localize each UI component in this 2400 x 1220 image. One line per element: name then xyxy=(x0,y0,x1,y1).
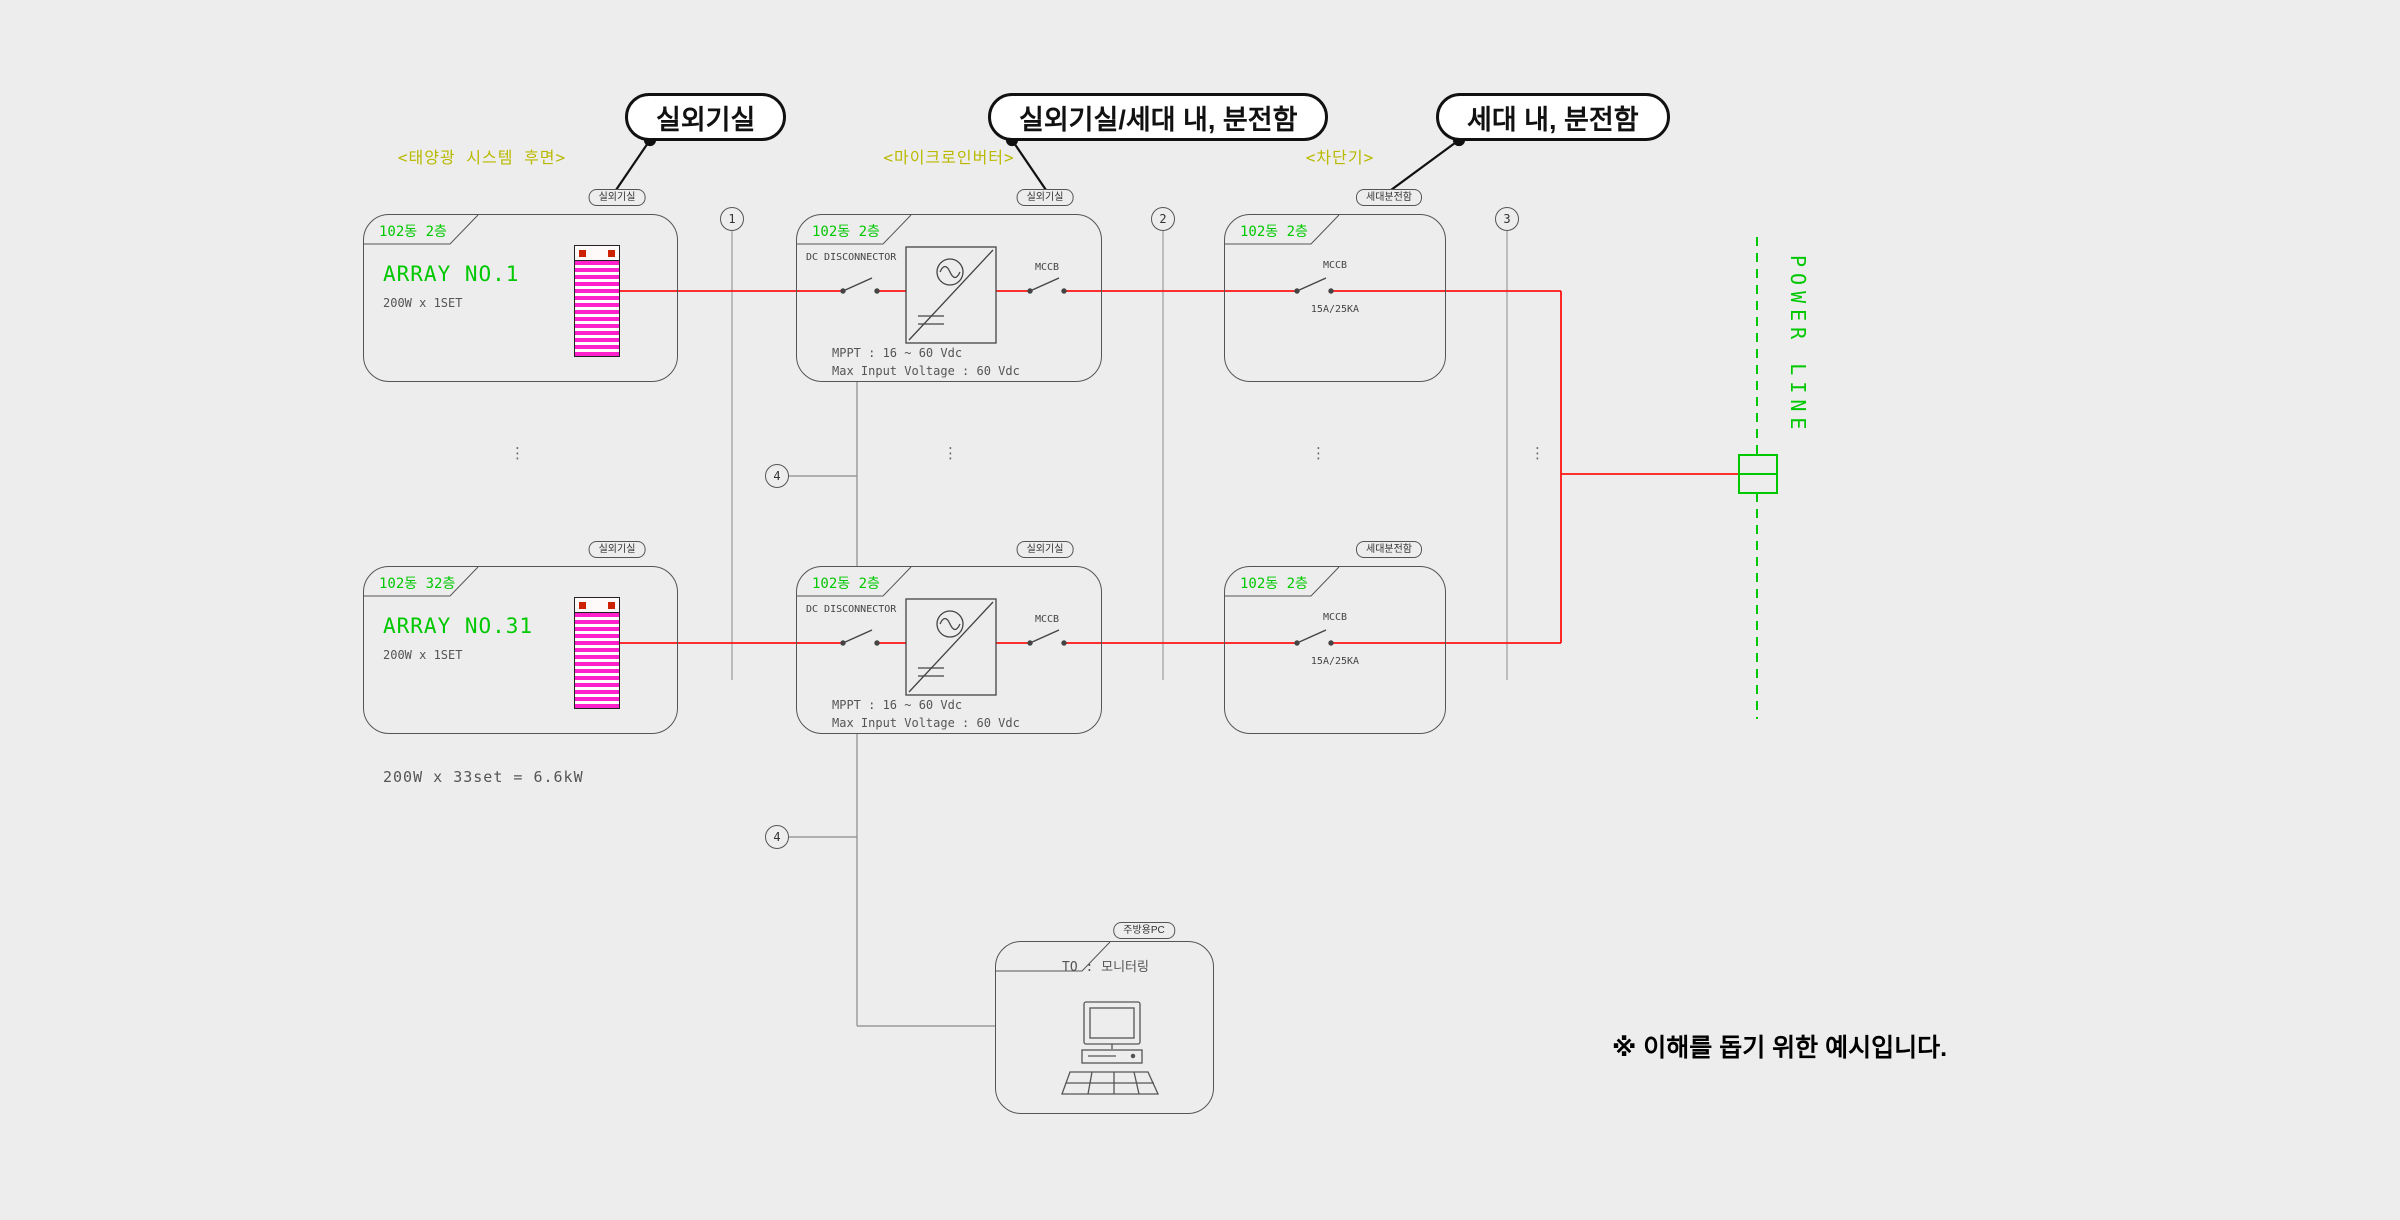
capacity-summary: 200W x 33set = 6.6kW xyxy=(383,768,584,786)
inverter-symbol xyxy=(905,246,997,344)
mccb-label: MCCB xyxy=(1322,612,1348,623)
continuation-dots: ⋮ xyxy=(943,445,958,462)
mccb-label: MCCB xyxy=(1034,614,1060,625)
inverter-box-row2 xyxy=(796,566,1102,734)
array-box-row1 xyxy=(363,214,678,382)
power-line-label: POWER LINE xyxy=(1786,255,1810,436)
panel-junction-strip xyxy=(575,246,619,261)
panel-junction-strip xyxy=(575,598,619,613)
ref-marker-3: 3 xyxy=(1495,207,1519,231)
inverter-symbol xyxy=(905,598,997,696)
monitoring-box xyxy=(995,941,1214,1114)
mccb-label: MCCB xyxy=(1034,262,1060,273)
zone-label: 102동 2층 xyxy=(379,224,447,240)
callout-outdoor-unit-room: 실외기실 xyxy=(625,93,787,141)
section-label-pv-module: <태양광 시스템 후면> xyxy=(397,148,567,167)
panel-cells xyxy=(575,261,619,356)
zone-flag-lines xyxy=(364,214,1340,972)
section-boundary-lines xyxy=(731,231,1508,680)
panel-cells xyxy=(575,613,619,708)
array-title: ARRAY NO.1 xyxy=(383,262,520,286)
mppt-range: MPPT : 16 ~ 60 Vdc xyxy=(832,698,963,712)
solar-panel-icon xyxy=(574,597,620,709)
mccb-rating: 15A/25KA xyxy=(1310,656,1360,667)
switch-symbols xyxy=(840,277,1334,646)
grid-connection-box xyxy=(1738,454,1778,494)
ref-marker-1: 1 xyxy=(720,207,744,231)
mccb-label: MCCB xyxy=(1322,260,1348,271)
monitoring-destination-label: TO : 모니터링 xyxy=(1062,960,1149,975)
mccb-rating: 15A/25KA xyxy=(1310,304,1360,315)
continuation-dots: ⋮ xyxy=(1311,445,1326,462)
zone-label: 102동 2층 xyxy=(812,224,880,240)
dc-disconnector-label: DC DISCONNECTOR xyxy=(806,252,897,263)
ref-marker-4: 4 xyxy=(765,464,789,488)
mppt-range: MPPT : 16 ~ 60 Vdc xyxy=(832,346,963,360)
power-wires xyxy=(620,290,1739,644)
location-tag-distribution: 세대분전함 xyxy=(1356,541,1422,558)
max-input-voltage: Max Input Voltage : 60 Vdc xyxy=(832,716,1020,730)
zone-label: 102동 32층 xyxy=(379,576,456,592)
breaker-box-row2 xyxy=(1224,566,1446,734)
location-tag-kitchen-pc: 주방용PC xyxy=(1113,922,1175,939)
disclaimer-note: ※ 이해를 돕기 위한 예시입니다. xyxy=(1612,1034,1948,1062)
array-spec: 200W x 1SET xyxy=(383,648,463,662)
inverter-box-row1 xyxy=(796,214,1102,382)
breaker-box-row1 xyxy=(1224,214,1446,382)
ref-marker-4: 4 xyxy=(765,825,789,849)
zone-label: 102동 2층 xyxy=(1240,576,1308,592)
location-tag-outdoor-room: 실외기실 xyxy=(1016,541,1074,558)
zone-label: 102동 2층 xyxy=(1240,224,1308,240)
monitoring-communication-lines xyxy=(789,382,995,1027)
dc-disconnector-label: DC DISCONNECTOR xyxy=(806,604,897,615)
callout-outdoor-or-unit-distribution: 실외기실/세대 내, 분전함 xyxy=(988,93,1329,141)
solar-panel-icon xyxy=(574,245,620,357)
location-tag-outdoor-room: 실외기실 xyxy=(588,541,646,558)
max-input-voltage: Max Input Voltage : 60 Vdc xyxy=(832,364,1020,378)
callout-unit-distribution-box: 세대 내, 분전함 xyxy=(1436,93,1670,141)
section-label-breaker: <차단기> xyxy=(1305,148,1375,167)
section-label-micro-inverter: <마이크로인버터> xyxy=(883,148,1015,167)
location-tag-outdoor-room: 실외기실 xyxy=(1016,189,1074,206)
ref-marker-2: 2 xyxy=(1151,207,1175,231)
array-spec: 200W x 1SET xyxy=(383,296,463,310)
array-title: ARRAY NO.31 xyxy=(383,614,534,638)
location-tag-distribution: 세대분전함 xyxy=(1356,189,1422,206)
continuation-dots: ⋮ xyxy=(510,445,525,462)
zone-label: 102동 2층 xyxy=(812,576,880,592)
location-tag-outdoor-room: 실외기실 xyxy=(588,189,646,206)
computer-icon xyxy=(1061,1001,1160,1095)
continuation-dots: ⋮ xyxy=(1530,445,1545,462)
array-box-row2 xyxy=(363,566,678,734)
